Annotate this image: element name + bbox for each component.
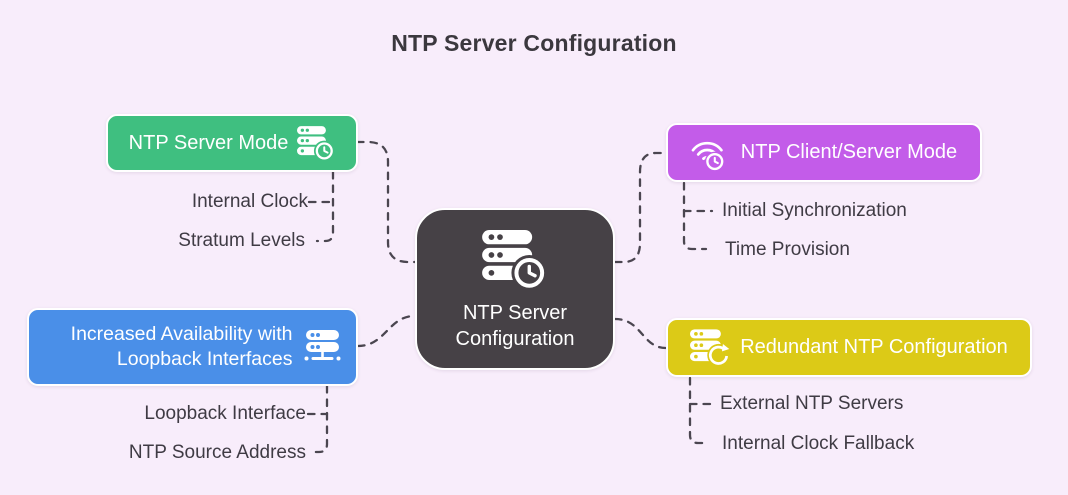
- center-node-ntp-server-configuration: NTP Server Configuration: [415, 208, 615, 370]
- branch-node-increased-availability-loopback: Increased Availability with Loopback Int…: [27, 308, 358, 386]
- child-label-internal-clock: Internal Clock: [191, 191, 308, 212]
- wifi-clock-icon: [691, 141, 725, 171]
- child-label-internal-clock-fallback: Internal Clock Fallback: [722, 433, 915, 454]
- center-node-label-line2: Configuration: [455, 328, 575, 350]
- child-label-time-provision: Time Provision: [725, 239, 850, 260]
- server-clock-icon: [482, 230, 548, 290]
- server-network-icon: [304, 330, 340, 361]
- branch-node-label: Redundant NTP Configuration: [740, 336, 1008, 358]
- connector-center-blue: [356, 314, 417, 348]
- child-label-external-ntp-servers: External NTP Servers: [720, 393, 904, 414]
- server-clock-icon: [297, 125, 335, 161]
- child-label-loopback-interface: Loopback Interface: [144, 403, 306, 424]
- center-node-label: NTP Server Configuration: [456, 300, 575, 352]
- connector-purple-children: [682, 181, 708, 251]
- child-label-ntp-source-address: NTP Source Address: [128, 442, 306, 463]
- child-label-initial-synchronization: Initial Synchronization: [722, 200, 907, 221]
- connector-yellow-children: [688, 376, 709, 445]
- branch-node-label: NTP Client/Server Mode: [740, 141, 958, 163]
- connector-center-yellow: [613, 317, 668, 350]
- center-node-label-line1: NTP Server: [462, 302, 568, 324]
- branch-node-ntp-client-server-mode: NTP Client/Server Mode: [666, 123, 982, 182]
- connector-green-children: [315, 170, 335, 243]
- connector-center-purple: [613, 151, 668, 264]
- connector-blue-children: [311, 384, 329, 454]
- branch-node-label: Increased Availability with Loopback Int…: [70, 323, 293, 370]
- branch-node-redundant-ntp-configuration: Redundant NTP Configuration: [666, 318, 1032, 377]
- diagram-title: NTP Server Configuration: [391, 30, 677, 56]
- child-label-stratum-levels: Stratum Levels: [178, 230, 305, 251]
- connector-center-green: [355, 140, 417, 264]
- server-refresh-icon: [690, 329, 731, 366]
- branch-node-label: NTP Server Mode: [128, 131, 289, 154]
- branch-node-ntp-server-mode: NTP Server Mode: [106, 114, 358, 172]
